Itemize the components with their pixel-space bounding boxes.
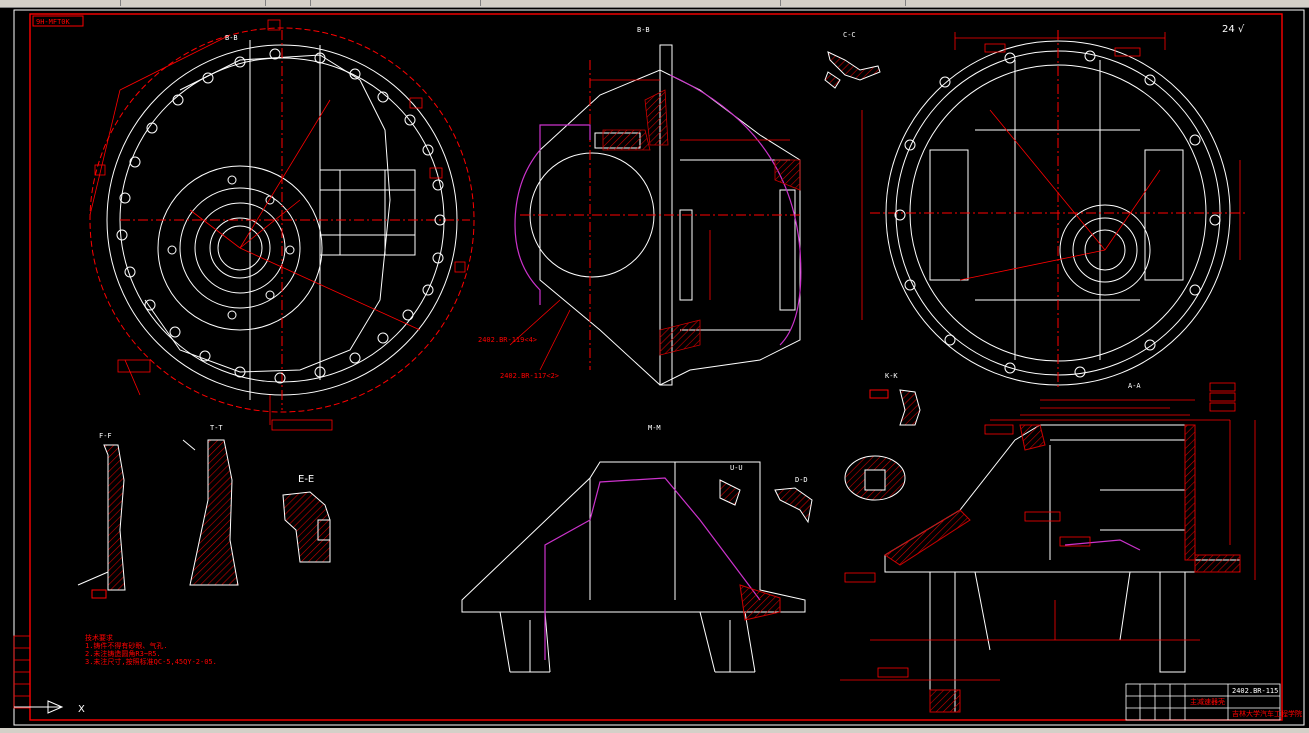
toolbar-segment[interactable]: [120, 0, 266, 6]
sheet-roughness-mark: 24 √: [1222, 24, 1245, 35]
front-view: [89, 27, 475, 413]
right-view-bolt-holes: [894, 50, 1221, 378]
top-left-tag: 9H-MFT0K: [32, 15, 84, 27]
revision-column: [13, 635, 31, 709]
section-bb-hatch: [602, 89, 801, 356]
section-dd-title: D-D: [795, 476, 808, 484]
toolbar-strip: [0, 0, 1309, 8]
svg-text:9H-MFT0K: 9H-MFT0K: [36, 18, 71, 26]
svg-text:X: X: [78, 704, 85, 715]
front-view-dimensions: [89, 19, 466, 431]
front-view-section-mark: B-B: [225, 34, 238, 42]
section-tt-title: T-T: [210, 424, 223, 432]
section-mm-view: [461, 461, 806, 673]
toolbar-segment[interactable]: [310, 0, 481, 6]
sheet-outer-border: [13, 9, 1305, 726]
technical-notes: 技术要求 1.铸件不得有砂眼、气孔. 2.未注铸造圆角R3~R5. 3.未注尺寸…: [85, 633, 217, 666]
note-line: 1.铸件不得有砂眼、气孔.: [85, 641, 168, 650]
status-strip: [0, 728, 1309, 733]
section-mm-hidden: [544, 477, 761, 660]
title-block-name: 主减速器壳: [1190, 697, 1225, 706]
toolbar-segment[interactable]: [265, 0, 311, 6]
sheet-inner-border: [29, 13, 1283, 721]
section-ff-title: F-F: [99, 432, 112, 440]
ref-part-a: 2402.BR-119<4>: [478, 336, 537, 344]
section-bb-title: B-B: [637, 26, 650, 34]
section-mm-hatch: [739, 584, 781, 621]
section-ee-view: [282, 491, 331, 563]
title-block-part-no: 2402.BR-115: [1232, 687, 1278, 695]
section-ee-title: E-E: [298, 474, 314, 485]
boss-detail: [844, 455, 906, 501]
toolbar-segment[interactable]: [0, 0, 121, 6]
section-kk-title: K-K: [885, 372, 898, 380]
section-mm-title: M-M: [648, 424, 661, 432]
section-dd-detail: [774, 487, 813, 524]
ref-part-b: 2402.BR-117<2>: [500, 372, 559, 380]
note-line: 技术要求: [85, 633, 113, 642]
section-bb-dimensions: [509, 79, 790, 371]
section-uu-title: U-U: [730, 464, 743, 472]
title-block-school: 吉林大学汽车工程学院: [1232, 709, 1302, 718]
section-aa-hidden: [1064, 539, 1141, 551]
toolbar-segment[interactable]: [780, 0, 906, 6]
title-block: [1125, 683, 1281, 721]
section-kk-detail: [869, 389, 921, 426]
section-aa-dimensions: [840, 382, 1256, 681]
section-uu-detail: [719, 479, 741, 506]
front-view-bolt-holes: [116, 48, 446, 384]
section-aa-title: A-A: [1128, 382, 1141, 390]
drawing-canvas[interactable]: 9H-MFT0K 24 √: [0, 7, 1309, 728]
section-cc-detail: [824, 51, 881, 89]
section-bb-view: [520, 44, 801, 386]
section-tt-view: [182, 439, 239, 586]
ucs-icon: X: [14, 700, 85, 715]
section-aa-hatch: [884, 424, 1241, 713]
toolbar-segment[interactable]: [480, 0, 781, 6]
note-line: 2.未注铸造圆角R3~R5.: [85, 649, 161, 658]
right-view-dimensions: [861, 32, 1241, 320]
section-cc-title: C-C: [843, 31, 856, 39]
section-bb-hidden: [514, 74, 802, 346]
note-line: 3.未注尺寸,按照标准QC-5,45QY-2-05.: [85, 657, 217, 666]
section-ff-view: [77, 444, 126, 599]
right-view: [870, 30, 1245, 390]
